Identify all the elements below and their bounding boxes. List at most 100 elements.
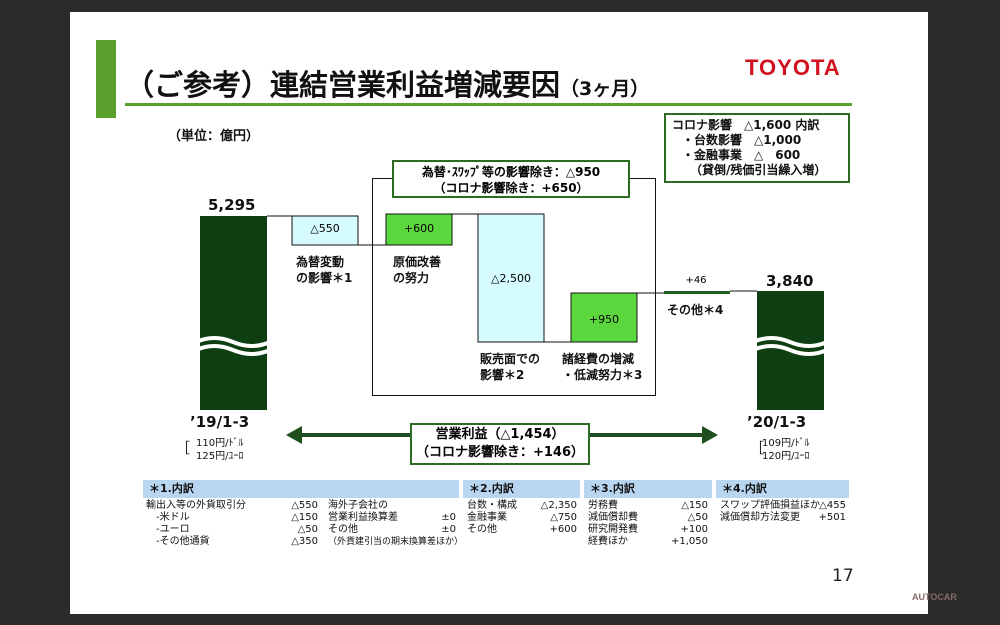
value-label-start: 5,295 <box>208 196 256 214</box>
table-1a: 輸出入等の外貨取引分△550 -米ドル△150 -ユーロ △50 -その他通貨 △3… <box>146 500 318 548</box>
table-row: 営業利益換算差 ±0 <box>328 512 456 524</box>
category-label-line: 影響＊2 <box>480 368 525 382</box>
fx-excluded-label: 為替･ｽﾜｯﾌﾟ等の影響除き：△950 （コロナ影響除き：+650） <box>392 160 630 198</box>
table-header-4: ＊4.内訳 <box>716 480 849 498</box>
bar-other <box>664 291 730 294</box>
table-row: 海外子会社の <box>328 500 456 512</box>
table-row: 台数・構成 △2,350 <box>467 500 577 512</box>
category-label-expense: 諸経費の増減 ・低減努力＊3 <box>562 351 642 383</box>
cell-value: △750 <box>550 512 577 523</box>
rate-eur: 120円/ﾕｰﾛ <box>762 451 810 462</box>
cell-label: スワップ評価損益ほか <box>720 500 820 511</box>
category-label-line: 原価改善 <box>393 255 442 269</box>
cell-label: -その他通貨 <box>156 536 210 547</box>
cell-value: △550 <box>291 500 318 511</box>
cell-value: +100 <box>680 524 708 535</box>
table-row: 金融事業 △750 <box>467 512 577 524</box>
table-row: その他 +600 <box>467 524 577 536</box>
category-label-line: 為替変動 <box>296 255 345 269</box>
rate-usd: 109円/ﾄﾞﾙ <box>762 438 810 449</box>
cell-label: 経費ほか <box>588 536 628 547</box>
table-row: 研究開発費 +100 <box>588 524 708 536</box>
page-number: 17 <box>832 566 854 586</box>
cell-value: +1,050 <box>670 536 708 547</box>
cell-value: ±0 <box>441 512 456 523</box>
bar-expense <box>570 292 638 343</box>
value-label-end: 3,840 <box>766 272 814 290</box>
table-row: -その他通貨 △350 <box>146 536 318 548</box>
rate-usd: 110円/ﾄﾞﾙ <box>196 438 244 449</box>
table-row: -米ドル△150 <box>146 512 318 524</box>
cell-label: 海外子会社の <box>328 500 388 511</box>
cell-value: △350 <box>291 536 318 547</box>
cell-value: △455 <box>819 500 846 511</box>
toyota-logo: TOYOTA <box>745 55 841 80</box>
category-label-other: その他＊4 <box>667 303 724 317</box>
cell-label: -ユーロ <box>156 524 190 535</box>
table-row: 輸出入等の外貨取引分△550 <box>146 500 318 512</box>
table-2: 台数・構成 △2,350 金融事業 △750 その他 +600 <box>467 500 577 536</box>
category-label-line: 諸経費の増減 <box>562 352 635 366</box>
title-rule <box>125 103 852 106</box>
category-label-sales: 販売面での 影響＊2 <box>480 351 540 383</box>
category-label-line: の影響＊1 <box>296 271 353 285</box>
category-label-line: ・低減努力＊3 <box>562 368 643 382</box>
bracket-left: ［ <box>750 441 764 457</box>
cell-label: 研究開発費 <box>588 524 638 535</box>
cell-label: その他 <box>328 524 358 535</box>
bracket-left: ［ <box>176 441 190 457</box>
table-row: （外貨建引当の期末換算差ほか） <box>328 536 463 548</box>
table-header-2: ＊2.内訳 <box>463 480 580 498</box>
cell-label: その他 <box>467 524 497 535</box>
cell-label: 労務費 <box>588 500 618 511</box>
cell-label: 金融事業 <box>467 512 507 523</box>
cell-value: △50 <box>297 524 318 535</box>
cell-value: △150 <box>291 512 318 523</box>
table-row: 労務費 △150 <box>588 500 708 512</box>
table-3: 労務費△150 減価償却費△50 研究開発費+100 経費ほか+1,050 <box>588 500 708 548</box>
page-title: （ご参考）連結営業利益増減要因（3ヶ月） <box>125 62 649 104</box>
period-start-label: ’19/1-3 <box>190 413 250 431</box>
cell-label: 台数・構成 <box>467 500 517 511</box>
summary-arrow-right-head <box>702 426 718 444</box>
cell-value: ±0 <box>441 524 456 535</box>
axis-break-end <box>752 336 828 356</box>
corona-line: コロナ影響 △1,600 内訳 <box>672 118 820 132</box>
unit-label: （単位：億円） <box>168 129 260 144</box>
frame-label-line1: 為替･ｽﾜｯﾌﾟ等の影響除き：△950 <box>421 165 601 179</box>
cell-value: △50 <box>687 512 708 523</box>
table-row: -ユーロ △50 <box>146 524 318 536</box>
summary-line2: （コロナ影響除き：+146） <box>415 445 585 460</box>
cell-label: 減価償却方法変更 <box>720 512 800 523</box>
cell-label: 営業利益換算差 <box>328 512 398 523</box>
category-label-fx: 為替変動 の影響＊1 <box>296 254 352 286</box>
table-row: その他 ±0 <box>328 524 456 536</box>
cell-label: （外貨建引当の期末換算差ほか） <box>328 537 464 547</box>
table-4: スワップ評価損益ほか△455 減価償却方法変更+501 <box>720 500 846 524</box>
period-end-rates: 109円/ﾄﾞﾙ 120円/ﾕｰﾛ <box>762 437 809 463</box>
title-accent-bar <box>96 40 116 118</box>
bar-cost <box>385 213 453 246</box>
cell-value: △150 <box>681 500 708 511</box>
category-label-line: の努力 <box>393 271 430 285</box>
rate-eur: 125円/ﾕｰﾛ <box>196 451 244 462</box>
table-row: 減価償却方法変更+501 <box>720 512 846 524</box>
bar-start <box>200 216 267 410</box>
category-label-line: 販売面での <box>480 352 541 366</box>
table-header-3: ＊3.内訳 <box>584 480 712 498</box>
value-label-expense: +950 <box>588 313 620 326</box>
table-row: スワップ評価損益ほか△455 <box>720 500 846 512</box>
corona-line: ・金融事業 △ 600 <box>682 148 801 162</box>
operating-income-summary: 営業利益（△1,454） （コロナ影響除き：+146） <box>410 423 590 465</box>
cell-value: +600 <box>549 524 577 535</box>
table-row: 経費ほか +1,050 <box>588 536 708 548</box>
value-label-cost: +600 <box>403 222 435 235</box>
corona-line: ・台数影響 △1,000 <box>682 133 802 147</box>
corona-line: （貸倒/残価引当繰入増） <box>690 163 827 177</box>
title-main: （ご参考）連結営業利益増減要因 <box>125 68 561 102</box>
bar-fx <box>291 215 359 246</box>
cell-value: △2,350 <box>540 500 577 511</box>
table-1b: 海外子会社の 営業利益換算差 ±0 その他 ±0 （外貨建引当の期末換算差ほか） <box>328 500 463 548</box>
axis-break-start <box>195 336 271 356</box>
